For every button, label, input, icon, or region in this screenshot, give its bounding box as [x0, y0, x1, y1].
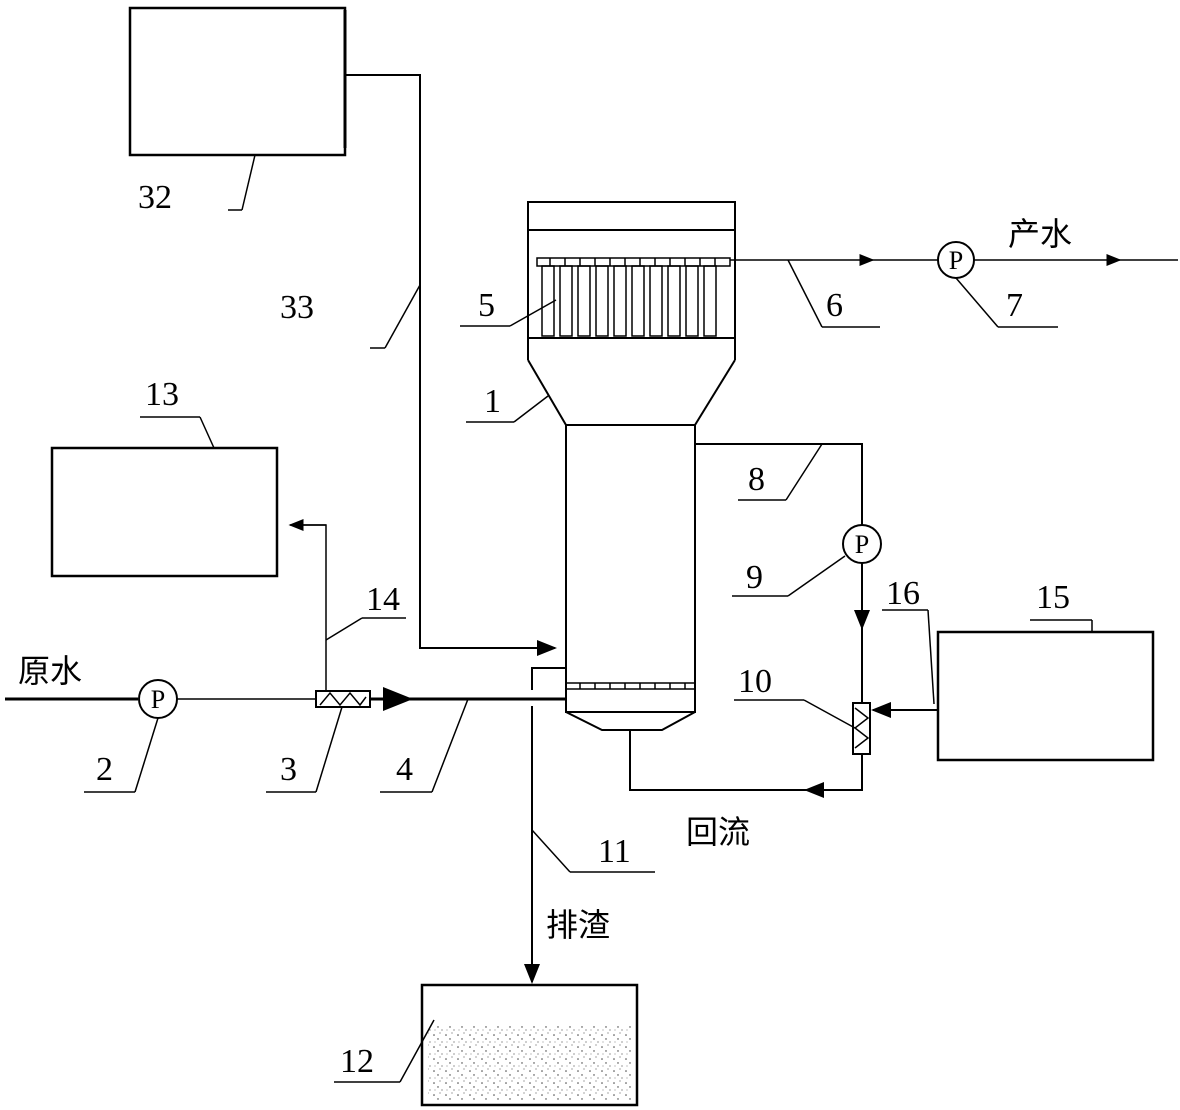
pump-2-symbol: P: [151, 685, 165, 714]
pump-7-symbol: P: [949, 246, 963, 275]
reactor-column: [565, 424, 696, 713]
label-5: 5: [478, 287, 495, 324]
label-6: 6: [826, 287, 843, 324]
product-water-line: 6 P 产水 7: [730, 215, 1178, 328]
tank-13: 13: [50, 376, 279, 578]
tank-15: 15: [936, 579, 1155, 762]
label-1: 1: [484, 383, 501, 420]
pump-9-symbol: P: [855, 530, 869, 559]
pipe-14: 14: [288, 519, 406, 690]
label-12: 12: [340, 1043, 374, 1080]
raw-water-feed: 原水 P 2 3 4: [5, 652, 566, 793]
label-16: 16: [886, 575, 920, 612]
label-8: 8: [748, 461, 765, 498]
raw-water-label: 原水: [18, 652, 82, 690]
membrane-module-icon: 5: [460, 257, 731, 337]
label-4: 4: [396, 751, 413, 788]
label-14: 14: [366, 581, 400, 618]
label-15: 15: [1036, 579, 1070, 616]
pump-icon: P: [842, 524, 882, 564]
product-water-label: 产水: [1008, 215, 1072, 253]
static-mixer-icon: [852, 702, 871, 755]
pump-icon: P: [937, 241, 975, 279]
tank-13-box: [50, 446, 279, 578]
label-11: 11: [598, 833, 631, 870]
tank-15-box: [936, 630, 1155, 762]
slag-discharge-label: 排渣: [546, 906, 610, 944]
tank-12: 12: [334, 983, 639, 1107]
recirculation-loop: 8 P 9 10 回流: [629, 443, 882, 851]
reflux-label: 回流: [686, 813, 750, 851]
slag-discharge: 11 排渣: [524, 667, 655, 984]
label-9: 9: [746, 559, 763, 596]
label-13: 13: [145, 376, 179, 413]
static-mixer-icon: [315, 690, 371, 708]
label-10: 10: [738, 663, 772, 700]
reactor-1: 1: [466, 201, 736, 731]
pipe-33: 33: [280, 74, 557, 656]
pump-icon: P: [138, 679, 178, 719]
label-33: 33: [280, 289, 314, 326]
label-7: 7: [1006, 287, 1023, 324]
label-2: 2: [96, 751, 113, 788]
tank-32: 32: [128, 6, 347, 216]
sediment-fill: [428, 1025, 631, 1101]
tank-32-box: [128, 6, 347, 157]
label-3: 3: [280, 751, 297, 788]
pipe-16: 16: [871, 575, 938, 718]
label-32: 32: [138, 179, 172, 216]
